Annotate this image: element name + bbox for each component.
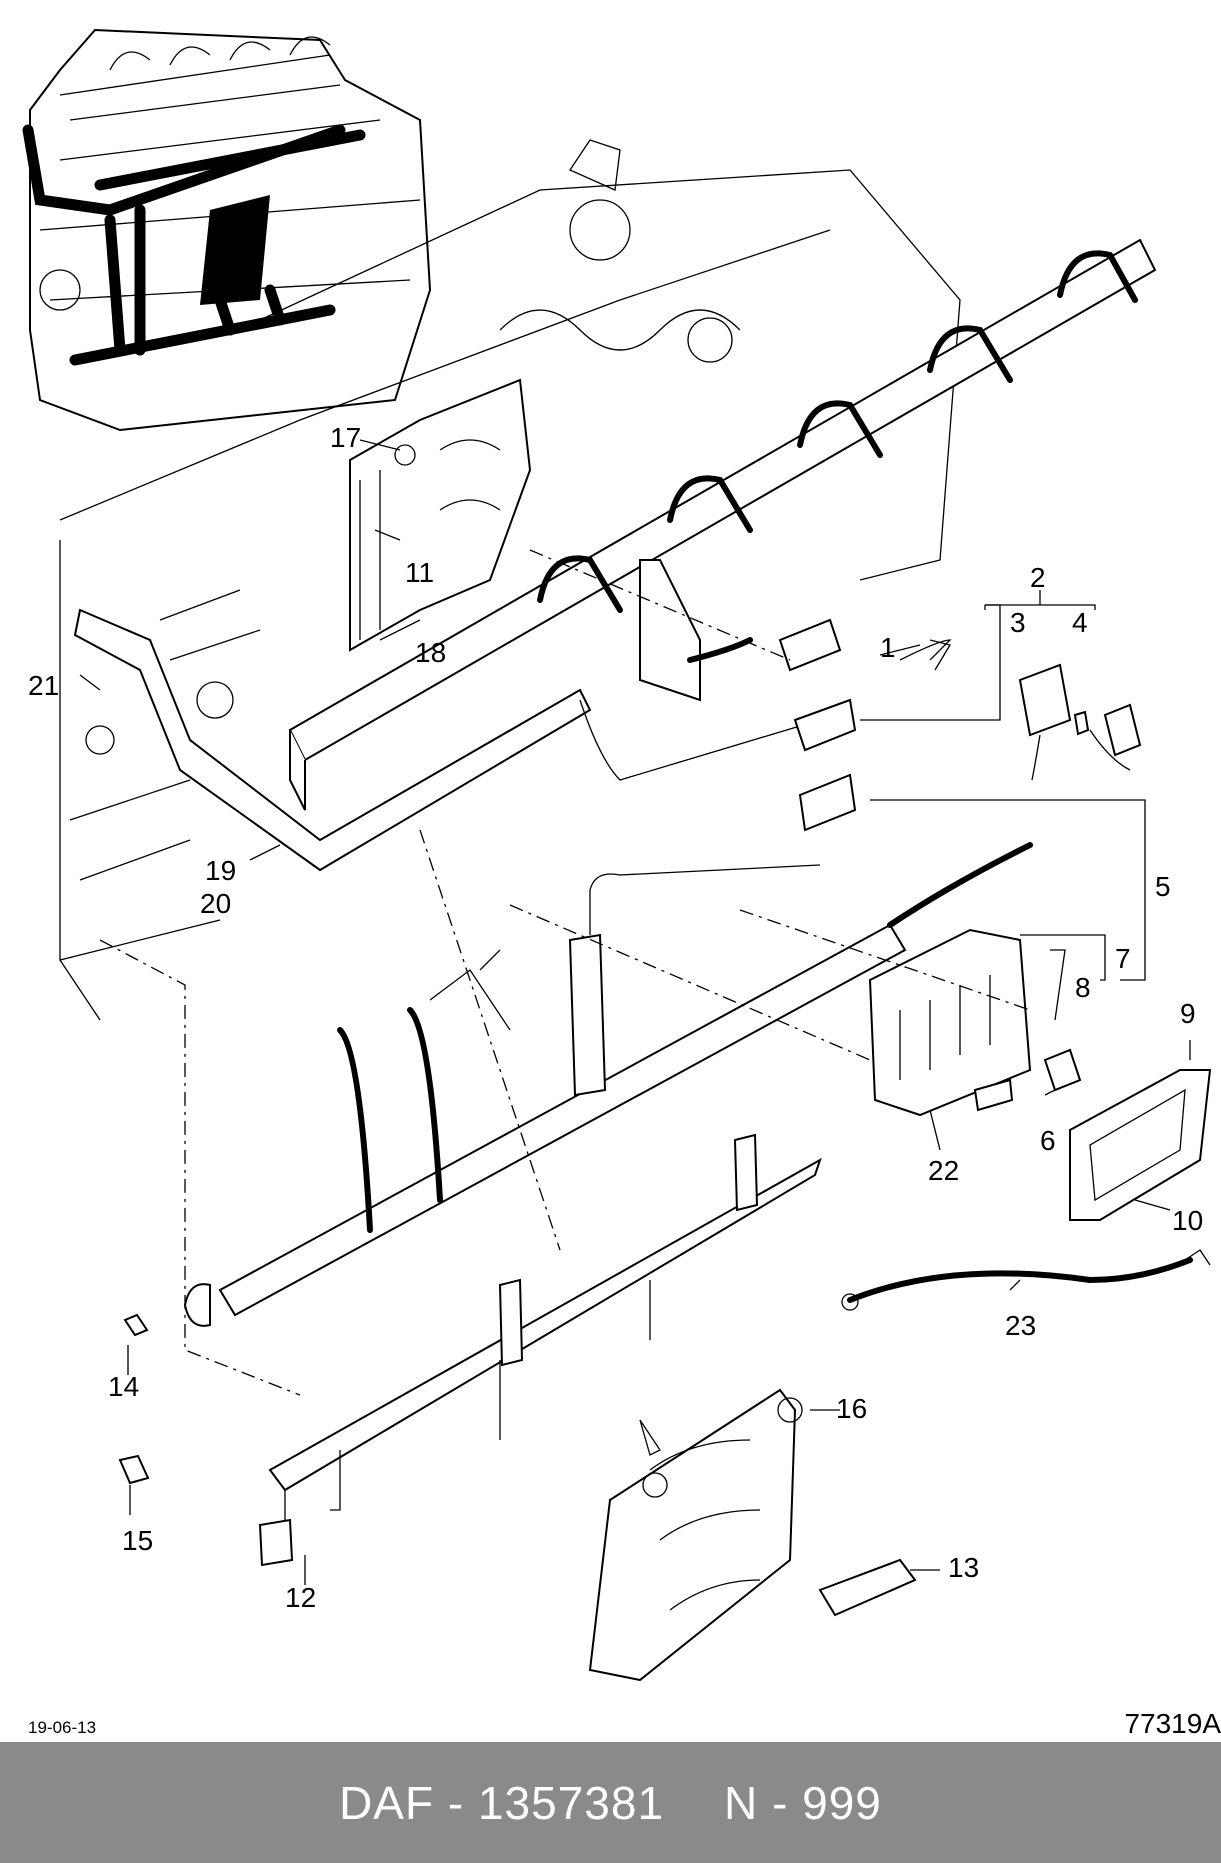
box-cover-and-gasket	[1069, 1069, 1212, 1221]
engine-inset-illustration	[22, 28, 432, 432]
lower-cable-tray	[73, 559, 821, 872]
fuse-relay-box	[868, 928, 1032, 1117]
callout-19: 19	[205, 855, 236, 886]
clip-14	[123, 1313, 149, 1337]
callout-5: 5	[1155, 871, 1171, 902]
callout-1: 1	[880, 632, 896, 663]
ecu-bracket	[349, 378, 532, 652]
relay-and-fuse	[1018, 663, 1142, 781]
connector-plug	[818, 1558, 917, 1617]
mounting-rail	[258, 1133, 822, 1567]
callout-3: 3	[1010, 607, 1026, 638]
exploded-parts-diagram: 1 2 3 4 5 6 7 8 9 10 11 12 13 14 15 16 1…	[22, 28, 1212, 1682]
callout-20: 20	[200, 888, 231, 919]
callout-8: 8	[1075, 972, 1091, 1003]
callout-2: 2	[1030, 562, 1046, 593]
earth-strap	[841, 1249, 1211, 1311]
callout-12: 12	[285, 1582, 316, 1613]
date-code: 19-06-13	[28, 1718, 97, 1737]
callout-10: 10	[1172, 1205, 1203, 1236]
callout-7: 7	[1115, 943, 1131, 974]
connectors-group	[687, 618, 952, 832]
callout-labels: 1 2 3 4 5 6 7 8 9 10 11 12 13 14 15 16 1…	[28, 422, 1203, 1613]
callout-11: 11	[405, 557, 434, 588]
callout-15: 15	[122, 1525, 153, 1556]
assembly-guide-lines	[99, 549, 1031, 1396]
callout-21: 21	[28, 670, 59, 701]
callout-22: 22	[928, 1155, 959, 1186]
leader-lines	[79, 439, 1191, 1585]
callout-6: 6	[1040, 1125, 1056, 1156]
callout-17: 17	[330, 422, 361, 453]
clip-15	[118, 1454, 150, 1485]
callout-23: 23	[1005, 1310, 1036, 1341]
callout-9: 9	[1180, 998, 1196, 1029]
part-number-banner: DAF - 1357381 N - 999	[0, 1742, 1221, 1863]
part-number: DAF - 1357381	[339, 1776, 665, 1829]
callout-16: 16	[836, 1393, 867, 1424]
callout-14: 14	[108, 1371, 139, 1402]
small-connector	[1043, 1048, 1082, 1092]
figure-id: 77319A	[1124, 1708, 1221, 1739]
callout-18: 18	[415, 637, 446, 668]
engine-block-outline	[59, 139, 961, 1021]
engine-control-unit	[588, 1388, 803, 1682]
callout-4: 4	[1072, 607, 1088, 638]
callout-13: 13	[948, 1552, 979, 1583]
main-trunk-harness	[183, 842, 1033, 1327]
part-extra: N - 999	[724, 1776, 882, 1829]
